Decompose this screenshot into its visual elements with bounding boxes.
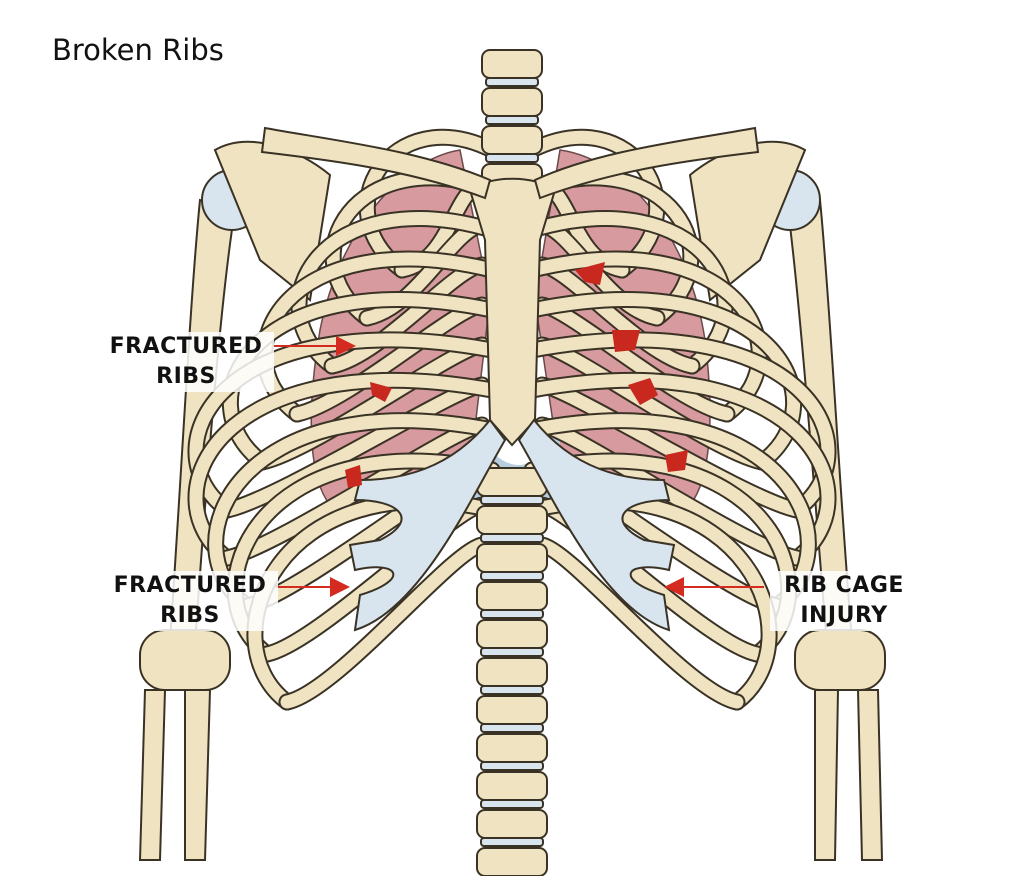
label-rib-cage-injury: RIB CAGE INJURY: [770, 571, 918, 631]
label-line: RIB CAGE: [784, 573, 904, 598]
intervertebral-disc: [485, 77, 539, 87]
label-fractured-ribs-upper: FRACTURED RIBS: [98, 332, 274, 392]
intervertebral-disc: [480, 799, 544, 809]
label-line: RIBS: [156, 364, 216, 389]
fracture-marks: [345, 262, 688, 488]
label-fractured-ribs-lower: FRACTURED RIBS: [102, 571, 278, 631]
fracture-mark: [370, 382, 392, 402]
rib-fill: [280, 538, 489, 709]
rib-fill: [535, 538, 744, 709]
label-line: INJURY: [800, 603, 888, 628]
intervertebral-disc: [480, 723, 544, 733]
intervertebral-disc: [480, 647, 544, 657]
label-line: FRACTURED: [113, 573, 267, 598]
vertebra: [476, 809, 548, 839]
right-clavicle: [533, 126, 760, 200]
vertebra: [476, 505, 548, 535]
label-line: RIBS: [160, 603, 220, 628]
label-line: FRACTURED: [109, 334, 263, 359]
intervertebral-disc: [485, 153, 539, 163]
rib-fill: [525, 252, 766, 421]
vertebra: [481, 87, 543, 117]
intervertebral-disc: [480, 609, 544, 619]
vertebra: [476, 657, 548, 687]
vertebra: [476, 695, 548, 725]
vertebra: [476, 619, 548, 649]
vertebra: [476, 581, 548, 611]
vertebra: [476, 771, 548, 801]
intervertebral-disc: [480, 533, 544, 543]
right-costal-cartilage: [517, 418, 676, 632]
fracture-mark: [665, 450, 688, 472]
intervertebral-disc: [480, 495, 544, 505]
vertebra: [481, 49, 543, 79]
left-costal-cartilage: [348, 418, 507, 632]
diagram-title: Broken Ribs: [52, 33, 224, 67]
intervertebral-disc: [480, 571, 544, 581]
fracture-mark: [612, 330, 640, 352]
vertebra: [481, 125, 543, 155]
intervertebral-disc: [480, 685, 544, 695]
intervertebral-disc: [485, 115, 539, 125]
vertebra: [476, 733, 548, 763]
rib-fill: [525, 373, 835, 565]
vertebra: [476, 847, 548, 876]
rib-fill: [525, 212, 732, 373]
intervertebral-disc: [480, 761, 544, 771]
vertebra: [476, 543, 548, 573]
fracture-mark: [345, 465, 362, 488]
fracture-mark: [628, 378, 658, 405]
rib-fill: [189, 373, 499, 565]
rib-fill: [292, 212, 499, 373]
left-clavicle: [260, 126, 492, 200]
fracture-mark: [575, 262, 605, 285]
intervertebral-disc: [480, 837, 544, 847]
